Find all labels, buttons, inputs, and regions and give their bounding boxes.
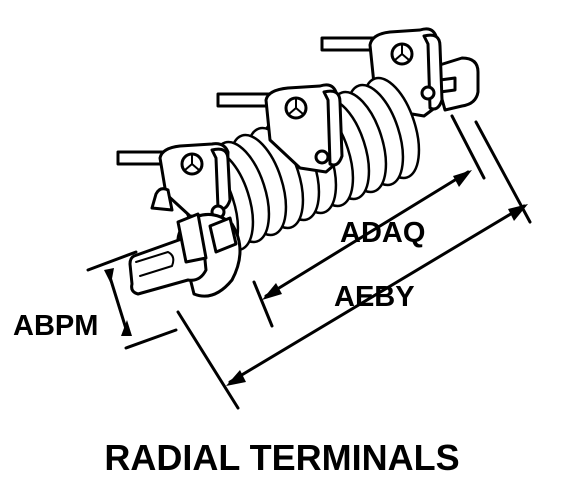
terminal-bracket-middle (264, 83, 344, 174)
dimension-label-aeby: AEBY (334, 281, 415, 313)
dimension-abpm (86, 250, 178, 350)
terminal-bracket-front (150, 142, 232, 220)
dimension-label-adaq: ADAQ (340, 217, 425, 249)
mounting-tab-front (128, 212, 242, 298)
dimension-adaq (252, 114, 486, 328)
wire-leads (116, 36, 378, 166)
caption: RADIAL TERMINALS (104, 437, 459, 478)
dimension-label-abpm: ABPM (13, 310, 98, 342)
dimension-aeby (176, 120, 532, 410)
